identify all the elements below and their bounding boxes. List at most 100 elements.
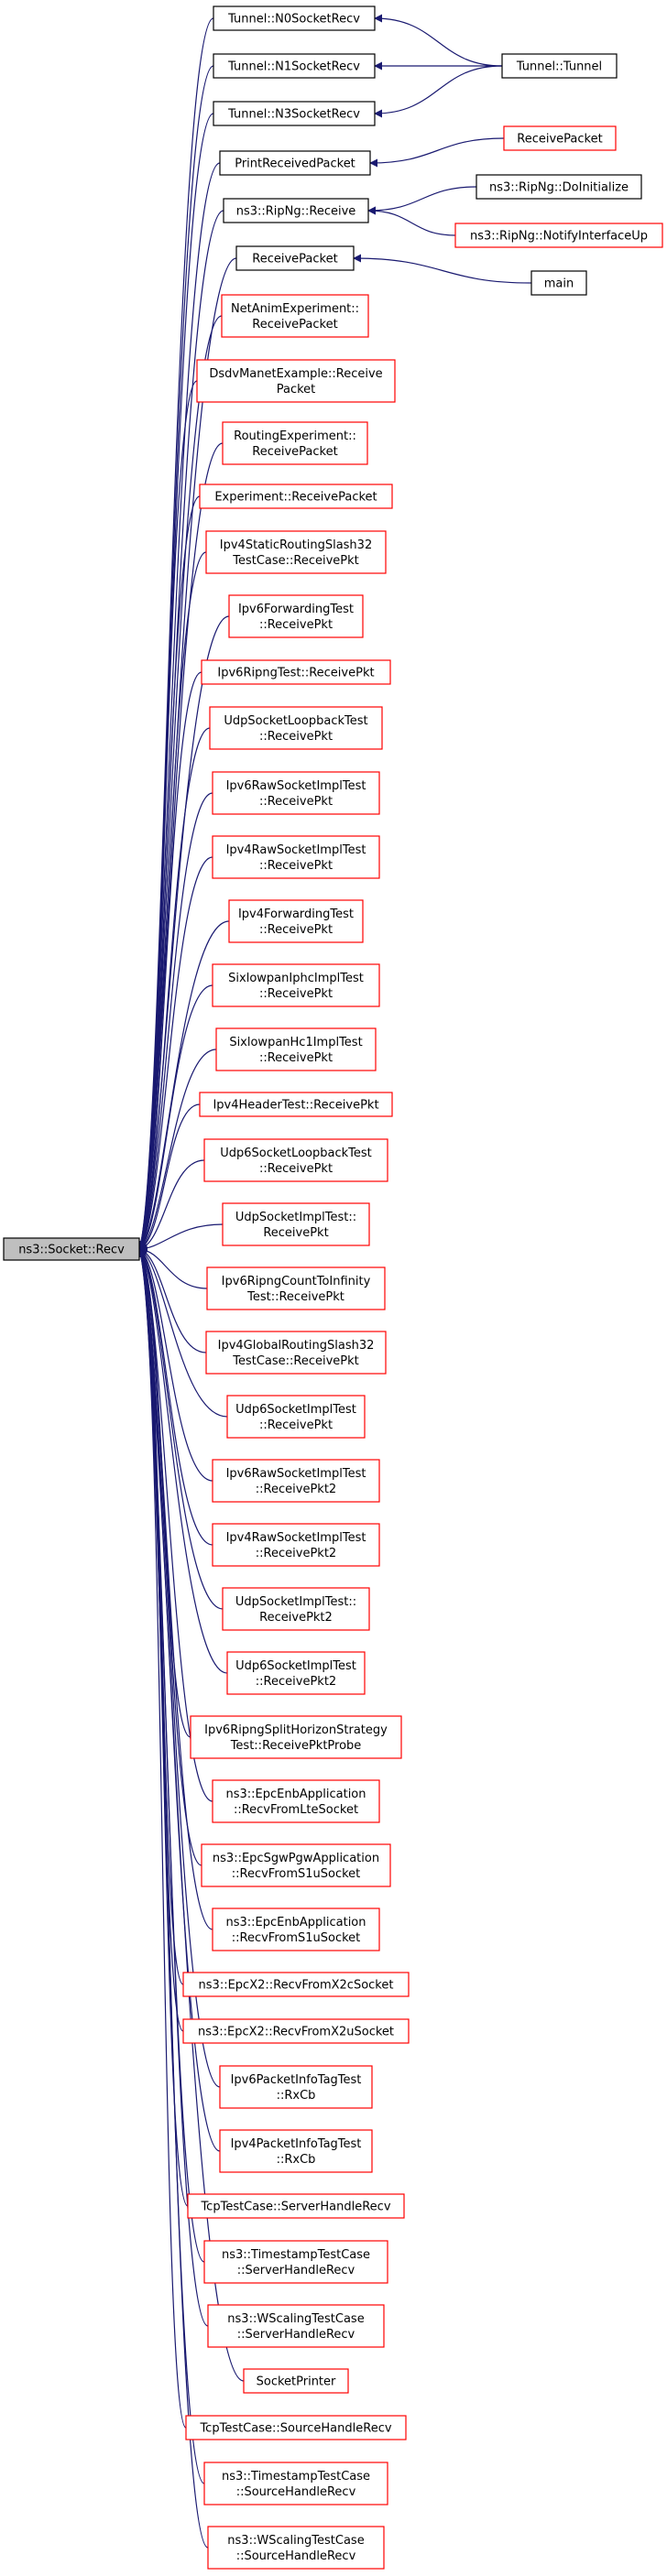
edge-wssource-to-recv xyxy=(137,1248,209,2549)
node-udp6loop[interactable]: Udp6SocketLoopbackTest::ReceivePkt xyxy=(203,1138,388,1182)
node-label: Ipv4PacketInfoTagTest xyxy=(231,2137,362,2151)
node-udp6impl[interactable]: Udp6SocketImplTest::ReceivePkt xyxy=(226,1395,366,1439)
node-label: ns3::Socket::Recv xyxy=(18,1244,125,1257)
node-wsserver[interactable]: ns3::WScalingTestCase::ServerHandleRecv xyxy=(207,2304,385,2348)
edge-main-to-rp_main xyxy=(353,254,532,284)
node-label: ::SourceHandleRecv xyxy=(236,2549,356,2563)
node-ipv6fwd[interactable]: Ipv6ForwardingTest::ReceivePkt xyxy=(228,594,364,638)
node-box xyxy=(222,1587,370,1631)
node-udpimpl[interactable]: UdpSocketImplTest::ReceivePkt xyxy=(222,1202,370,1246)
node-box xyxy=(219,2129,373,2173)
node-label: ::ReceivePkt2 xyxy=(256,1675,336,1689)
node-experiment[interactable]: Experiment::ReceivePacket xyxy=(199,484,393,509)
node-ipv6raw[interactable]: Ipv6RawSocketImplTest::ReceivePkt xyxy=(212,771,380,815)
node-label: main xyxy=(544,277,574,291)
node-label: ReceivePacket xyxy=(517,133,602,147)
node-wssource[interactable]: ns3::WScalingTestCase::SourceHandleRecv xyxy=(207,2526,385,2570)
node-epcs1u[interactable]: ns3::EpcEnbApplication::RecvFromS1uSocke… xyxy=(212,1908,380,1951)
node-label: Udp6SocketLoopbackTest xyxy=(220,1147,371,1160)
node-label: ReceivePkt xyxy=(263,1226,328,1240)
node-box xyxy=(185,2415,407,2440)
node-epcx2c[interactable]: ns3::EpcX2::RecvFromX2cSocket xyxy=(182,1972,410,1997)
node-ipv6pkt[interactable]: Ipv6PacketInfoTagTest::RxCb xyxy=(219,2065,373,2109)
node-tcpsource[interactable]: TcpTestCase::SourceHandleRecv xyxy=(185,2415,407,2440)
node-box xyxy=(187,2193,405,2219)
node-dsdv[interactable]: DsdvManetExample::ReceivePacket xyxy=(196,359,396,403)
node-box xyxy=(203,1138,388,1182)
node-box xyxy=(199,1092,393,1117)
node-epclte[interactable]: ns3::EpcEnbApplication::RecvFromLteSocke… xyxy=(212,1779,380,1823)
node-box xyxy=(182,1972,410,1997)
node-box xyxy=(228,594,364,638)
node-box xyxy=(212,963,380,1007)
node-label: ::ServerHandleRecv xyxy=(237,2328,355,2342)
node-ripngdoinit[interactable]: ns3::RipNg::DoInitialize xyxy=(476,174,642,200)
node-ipv4pkt[interactable]: Ipv4PacketInfoTagTest::RxCb xyxy=(219,2129,373,2173)
node-label: SixlowpanIphcImplTest xyxy=(228,972,364,985)
node-label: ::RecvFromS1uSocket xyxy=(232,1931,361,1945)
node-ipv4fwd[interactable]: Ipv4ForwardingTest::ReceivePkt xyxy=(228,899,364,943)
edge-ripngdoinit-to-ripngrecv xyxy=(367,186,477,215)
edge-epclte-to-recv xyxy=(138,1248,213,1802)
node-n3sock[interactable]: Tunnel::N3SocketRecv xyxy=(213,101,376,126)
node-epcx2u[interactable]: ns3::EpcX2::RecvFromX2uSocket xyxy=(182,2018,410,2044)
node-rp_main[interactable]: ReceivePacket xyxy=(235,245,355,271)
node-tunnel[interactable]: Tunnel::Tunnel xyxy=(501,53,618,79)
node-label: ::SourceHandleRecv xyxy=(236,2485,356,2499)
node-n1sock[interactable]: Tunnel::N1SocketRecv xyxy=(213,53,376,79)
node-epcsgw[interactable]: ns3::EpcSgwPgwApplication::RecvFromS1uSo… xyxy=(201,1843,391,1887)
node-box xyxy=(243,2368,349,2394)
node-main[interactable]: main xyxy=(530,270,587,296)
node-box xyxy=(215,1027,377,1071)
node-box xyxy=(212,1459,380,1503)
node-tcpserver[interactable]: TcpTestCase::ServerHandleRecv xyxy=(187,2193,405,2219)
node-sixhc1[interactable]: SixlowpanHc1ImplTest::ReceivePkt xyxy=(215,1027,377,1071)
node-box xyxy=(201,659,391,685)
edge-ipv4hdr-to-recv xyxy=(138,1103,201,1251)
node-label: Ipv6RipngCountToInfinity xyxy=(222,1275,371,1288)
node-n0sock[interactable]: Tunnel::N0SocketRecv xyxy=(213,5,376,31)
node-ipv4hdr[interactable]: Ipv4HeaderTest::ReceivePkt xyxy=(199,1092,393,1117)
node-label: ::ReceivePkt xyxy=(259,987,333,1001)
node-ipv4raw2[interactable]: Ipv4RawSocketImplTest::ReceivePkt2 xyxy=(212,1523,380,1567)
node-label: ::ReceivePkt xyxy=(259,1418,333,1432)
node-tssource[interactable]: ns3::TimestampTestCase::SourceHandleRecv xyxy=(203,2462,388,2505)
node-label: ::ReceivePkt xyxy=(259,923,333,937)
edge-udp6loop-to-recv xyxy=(138,1159,205,1252)
node-label: ns3::EpcEnbApplication xyxy=(226,1916,366,1929)
node-udp6impl2[interactable]: Udp6SocketImplTest::ReceivePkt2 xyxy=(226,1651,366,1695)
edge-dsdv-to-recv xyxy=(138,380,198,1250)
node-ipv6ripng[interactable]: Ipv6RipngTest::ReceivePkt xyxy=(201,659,391,685)
node-udpimpl2[interactable]: UdpSocketImplTest::ReceivePkt2 xyxy=(222,1587,370,1631)
node-label: Ipv6RawSocketImplTest xyxy=(226,779,366,793)
node-label: Ipv6RawSocketImplTest xyxy=(226,1467,366,1481)
node-sockprinter[interactable]: SocketPrinter xyxy=(243,2368,349,2394)
node-sixiphc[interactable]: SixlowpanIphcImplTest::ReceivePkt xyxy=(212,963,380,1007)
edge-rp_top-to-printrp xyxy=(369,137,505,168)
node-ripngnotify[interactable]: ns3::RipNg::NotifyInterfaceUp xyxy=(454,223,663,248)
node-box xyxy=(212,1523,380,1567)
node-ipv6raw2[interactable]: Ipv6RawSocketImplTest::ReceivePkt2 xyxy=(212,1459,380,1503)
node-label: RoutingExperiment:: xyxy=(234,429,356,443)
node-label: ReceivePkt2 xyxy=(259,1611,333,1625)
node-box xyxy=(454,223,663,248)
node-label: Tunnel::N1SocketRecv xyxy=(227,60,360,74)
node-label: Udp6SocketImplTest xyxy=(235,1659,356,1673)
node-ipv4global[interactable]: Ipv4GlobalRoutingSlash32TestCase::Receiv… xyxy=(205,1331,387,1375)
edge-tunnel-to-n3sock xyxy=(374,65,503,118)
node-ripngrecv[interactable]: ns3::RipNg::Receive xyxy=(223,198,369,223)
node-ipv6split[interactable]: Ipv6RipngSplitHorizonStrategyTest::Recei… xyxy=(190,1715,402,1759)
node-box xyxy=(221,294,369,338)
node-rp_top[interactable]: ReceivePacket xyxy=(503,125,617,151)
node-udploop[interactable]: UdpSocketLoopbackTest::ReceivePkt xyxy=(209,706,383,750)
node-routingexp[interactable]: RoutingExperiment::ReceivePacket xyxy=(222,421,368,465)
focus-node-recv[interactable]: ns3::Socket::Recv xyxy=(3,1237,140,1261)
node-tsserver[interactable]: ns3::TimestampTestCase::ServerHandleRecv xyxy=(203,2240,388,2284)
node-label: ns3::RipNg::DoInitialize xyxy=(489,181,629,195)
node-printrp[interactable]: PrintReceivedPacket xyxy=(219,150,371,176)
node-box xyxy=(196,359,396,403)
node-ipv4static[interactable]: Ipv4StaticRoutingSlash32TestCase::Receiv… xyxy=(205,530,387,574)
node-netanim[interactable]: NetAnimExperiment::ReceivePacket xyxy=(221,294,369,338)
node-ipv4raw[interactable]: Ipv4RawSocketImplTest::ReceivePkt xyxy=(212,835,380,879)
